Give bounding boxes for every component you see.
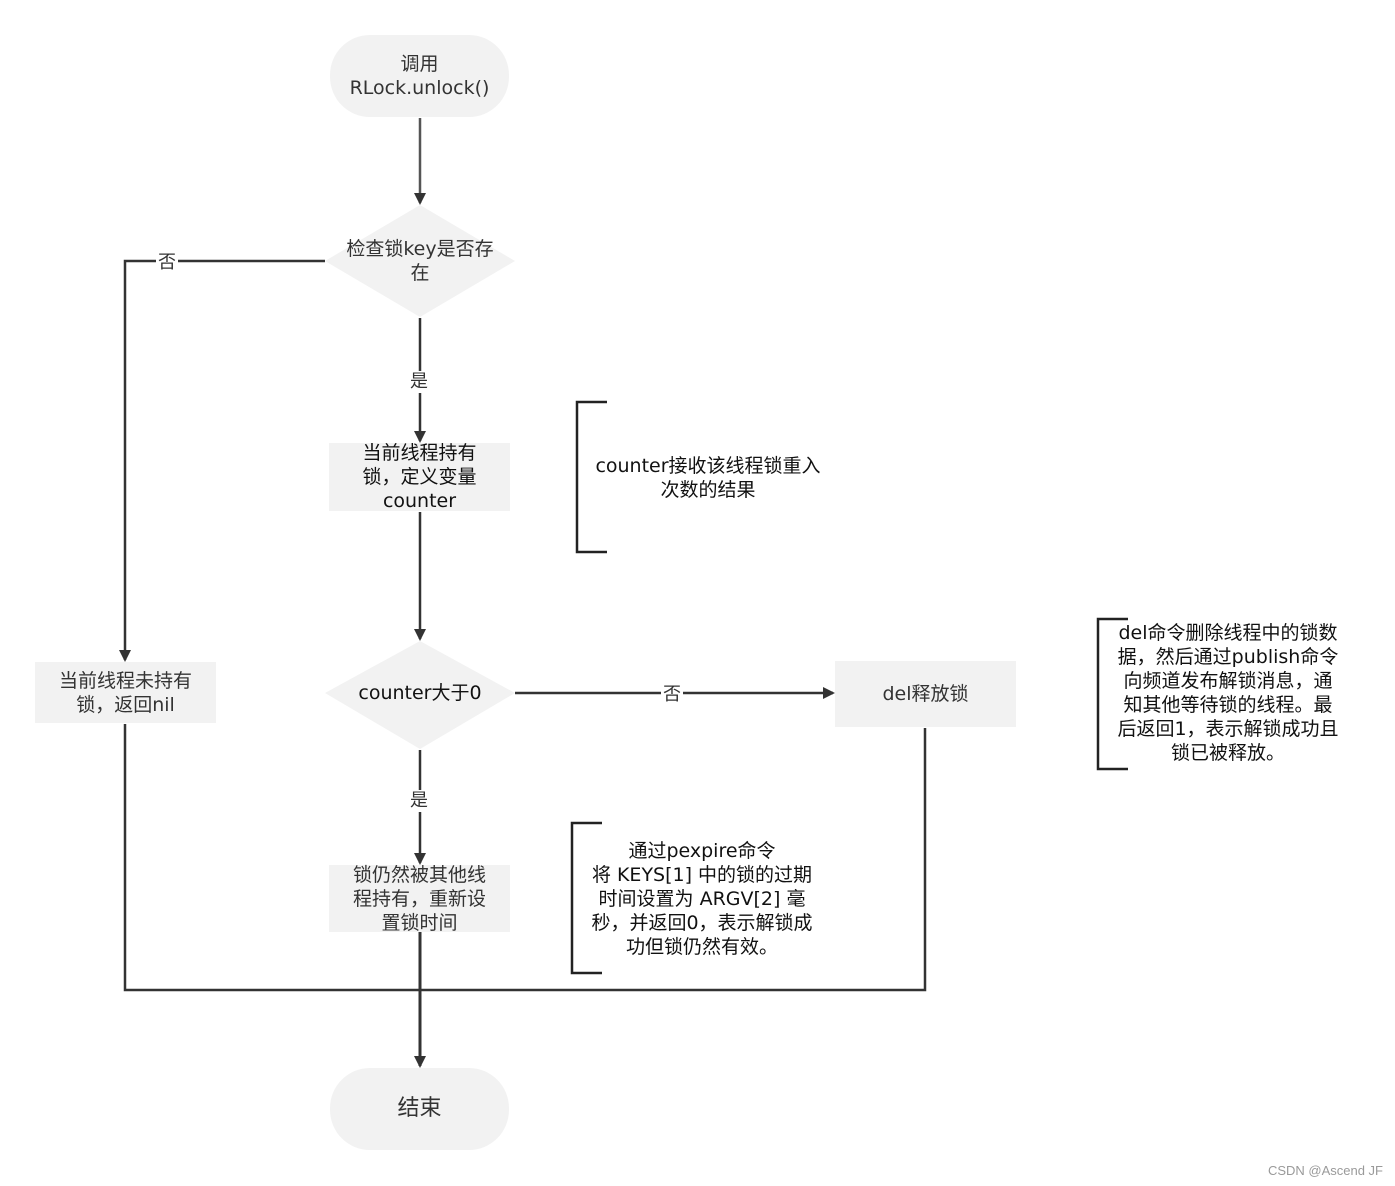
edge-label-no-counter: 否 [661, 684, 683, 706]
del-release-node: del释放锁 [882, 683, 969, 705]
still-held-node: 锁仍然被其他线 程持有，重新设 置锁时间 [352, 863, 486, 934]
start-node-shape [330, 35, 509, 117]
del-release-node-shape [835, 661, 1016, 727]
edge-not-holding-to-end [123, 724, 420, 992]
holds-lock-node: 当前线程持有 锁，定义变量 counter [362, 442, 477, 512]
pexpire-note-bracket [570, 821, 602, 975]
counter-diamond [325, 641, 515, 749]
counter-note: counter接收该线程锁重入 次数的结果 [595, 455, 821, 501]
pexpire-note: 通过pexpire命令 将 KEYS[1] 中的锁的过期 时间设置为 ARGV[… [591, 840, 813, 958]
not-holding-node-shape [35, 662, 216, 723]
counter-note-bracket [575, 400, 607, 554]
del-note-bracket [1096, 617, 1128, 771]
counter-decision: counter大于0 [358, 682, 482, 704]
end-node-shape [330, 1068, 509, 1150]
still-held-node-shape [329, 865, 510, 932]
edge-check-no [119, 259, 325, 662]
end-node: 结束 [397, 1096, 442, 1121]
watermark: CSDN @Ascend JF [1267, 1163, 1383, 1178]
edge-del-to-end [420, 728, 927, 992]
check-key-decision: 检查锁key是否存 在 [346, 238, 494, 284]
del-note: del命令删除线程中的锁数 据，然后通过publish命令 向频道发布解锁消息，… [1117, 622, 1339, 764]
holds-lock-node-shape [329, 443, 510, 511]
check-key-diamond [325, 205, 515, 317]
not-holding-node: 当前线程未持有 锁，返回nil [58, 669, 192, 716]
edge-label-yes-key: 是 [408, 371, 430, 393]
edge-label-no-key: 否 [156, 252, 178, 274]
start-node: 调用 RLock.unlock() [349, 53, 490, 99]
edge-label-yes-counter: 是 [408, 790, 430, 812]
